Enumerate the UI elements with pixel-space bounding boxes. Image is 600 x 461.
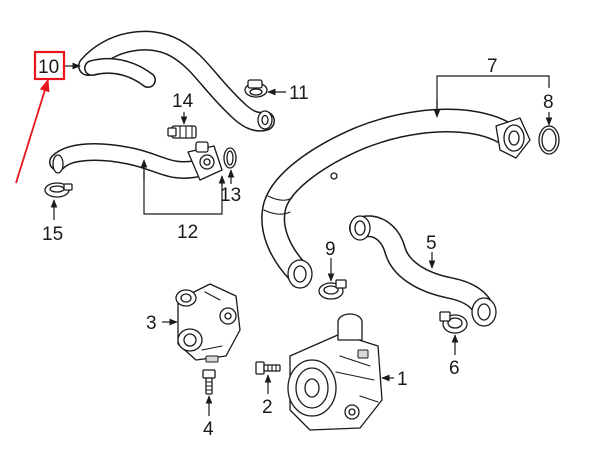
part-1-water-pump[interactable] [287,313,383,431]
part-5-hose[interactable] [349,215,497,327]
callout-1: 1 [397,369,408,390]
part-9-clamp[interactable] [318,279,347,300]
callout-5: 5 [426,233,437,254]
callout-8: 8 [543,92,554,113]
leader-lines [15,62,553,416]
callout-13: 13 [220,185,241,206]
callout-7: 7 [487,56,498,77]
callout-6: 6 [449,358,460,379]
callout-10: 10 [38,57,59,78]
callout-15: 15 [42,224,63,245]
callout-4: 4 [203,419,214,440]
callout-3: 3 [146,313,157,334]
callout-11: 11 [289,83,309,104]
part-3-thermostat-housing[interactable] [175,283,241,363]
part-13-o-ring[interactable] [223,147,237,169]
callout-2: 2 [262,397,273,418]
part-8-o-ring[interactable] [538,125,560,155]
part-14-bolt[interactable] [167,125,197,139]
highlight-box-10 [33,50,66,81]
part-7-main-hose[interactable] [261,108,531,289]
part-10-hose[interactable] [78,30,275,132]
part-2-bolt[interactable] [255,361,281,375]
part-11-clamp[interactable] [244,79,268,98]
callout-9: 9 [325,239,336,260]
part-4-bolt[interactable] [202,369,216,395]
part-6-clamp[interactable] [439,311,468,334]
part-15-clamp[interactable] [44,182,73,198]
callout-14: 14 [172,91,194,112]
callout-12: 12 [177,222,198,243]
part-12-hose[interactable] [49,141,223,181]
